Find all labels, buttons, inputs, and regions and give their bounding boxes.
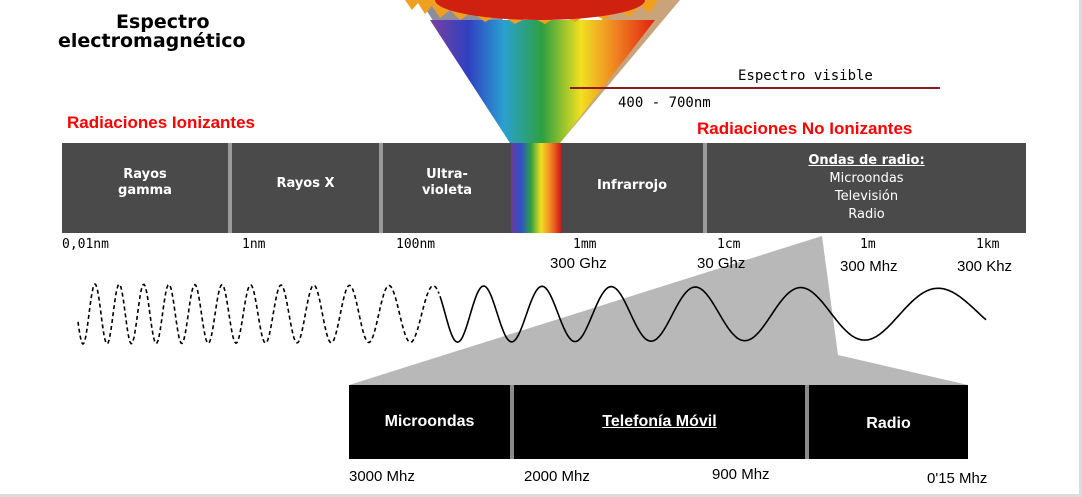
band-uv: Ultra- violeta bbox=[383, 167, 511, 199]
zoom-frequency: 2000 Mhz bbox=[524, 468, 590, 485]
visible-band bbox=[511, 143, 561, 233]
wave bbox=[439, 285, 987, 343]
zoom-divider bbox=[510, 385, 514, 459]
band-xray: Rayos X bbox=[276, 176, 335, 191]
visible-light-funnel bbox=[430, 20, 655, 143]
zoom-microwave: Microondas bbox=[384, 413, 475, 430]
ionizing-label: Radiaciones Ionizantes bbox=[67, 113, 255, 132]
band-radio: Ondas de radio: Microondas Televisión Ra… bbox=[707, 152, 1026, 224]
wavelength-label: 1m bbox=[860, 237, 876, 252]
wave-dashed bbox=[77, 282, 440, 346]
band-infrared: Infrarrojo bbox=[596, 178, 668, 193]
wavelength-label: 100nm bbox=[396, 237, 436, 252]
non-ionizing-label: Radiaciones No Ionizantes bbox=[697, 119, 913, 138]
wavelength-label: 0,01nm bbox=[62, 237, 109, 252]
zoom-frequency: 3000 Mhz bbox=[349, 468, 415, 485]
title-line1: Espectro bbox=[116, 11, 210, 33]
zoom-triangle bbox=[349, 236, 968, 385]
radio-item: Televisión bbox=[834, 189, 899, 204]
band-gamma: Rayos gamma bbox=[62, 167, 228, 199]
radio-item: Radio bbox=[848, 207, 885, 222]
band-divider bbox=[379, 143, 383, 233]
band-gamma-line2: gamma bbox=[118, 183, 172, 198]
wavelength-label: 1mm bbox=[573, 237, 597, 252]
band-uv-line2: violeta bbox=[421, 183, 473, 198]
wavelength-label: 1km bbox=[976, 237, 1000, 252]
frequency-label: 300 Ghz bbox=[550, 255, 607, 272]
frequency-label: 300 Khz bbox=[957, 258, 1013, 275]
zoom-band bbox=[349, 385, 968, 459]
band-divider bbox=[228, 143, 232, 233]
visible-spectrum-label: Espectro visible bbox=[738, 68, 873, 84]
frequency-label: 30 Ghz bbox=[697, 255, 746, 272]
band-divider bbox=[703, 143, 707, 233]
zoom-mobile: Telefonía Móvil bbox=[602, 413, 717, 430]
radio-item: Microondas bbox=[829, 171, 904, 186]
wavelength-label: 1nm bbox=[242, 237, 266, 252]
zoom-frequency: 900 Mhz bbox=[712, 466, 770, 483]
radio-heading: Ondas de radio: bbox=[808, 153, 925, 168]
title-line2: electromagnético bbox=[58, 30, 246, 52]
wavelength-label: 1cm bbox=[717, 237, 741, 252]
frequency-label: 300 Mhz bbox=[840, 258, 898, 275]
visible-spectrum-range: 400 - 700nm bbox=[618, 95, 711, 111]
zoom-frequency: 0'15 Mhz bbox=[927, 470, 988, 487]
sun-core bbox=[435, 0, 645, 20]
zoom-radio: Radio bbox=[866, 415, 911, 432]
band-gamma-line1: Rayos bbox=[123, 167, 167, 182]
title: Espectro electromagnético bbox=[58, 13, 246, 51]
zoom-divider bbox=[805, 385, 809, 459]
band-uv-line1: Ultra- bbox=[426, 167, 468, 182]
